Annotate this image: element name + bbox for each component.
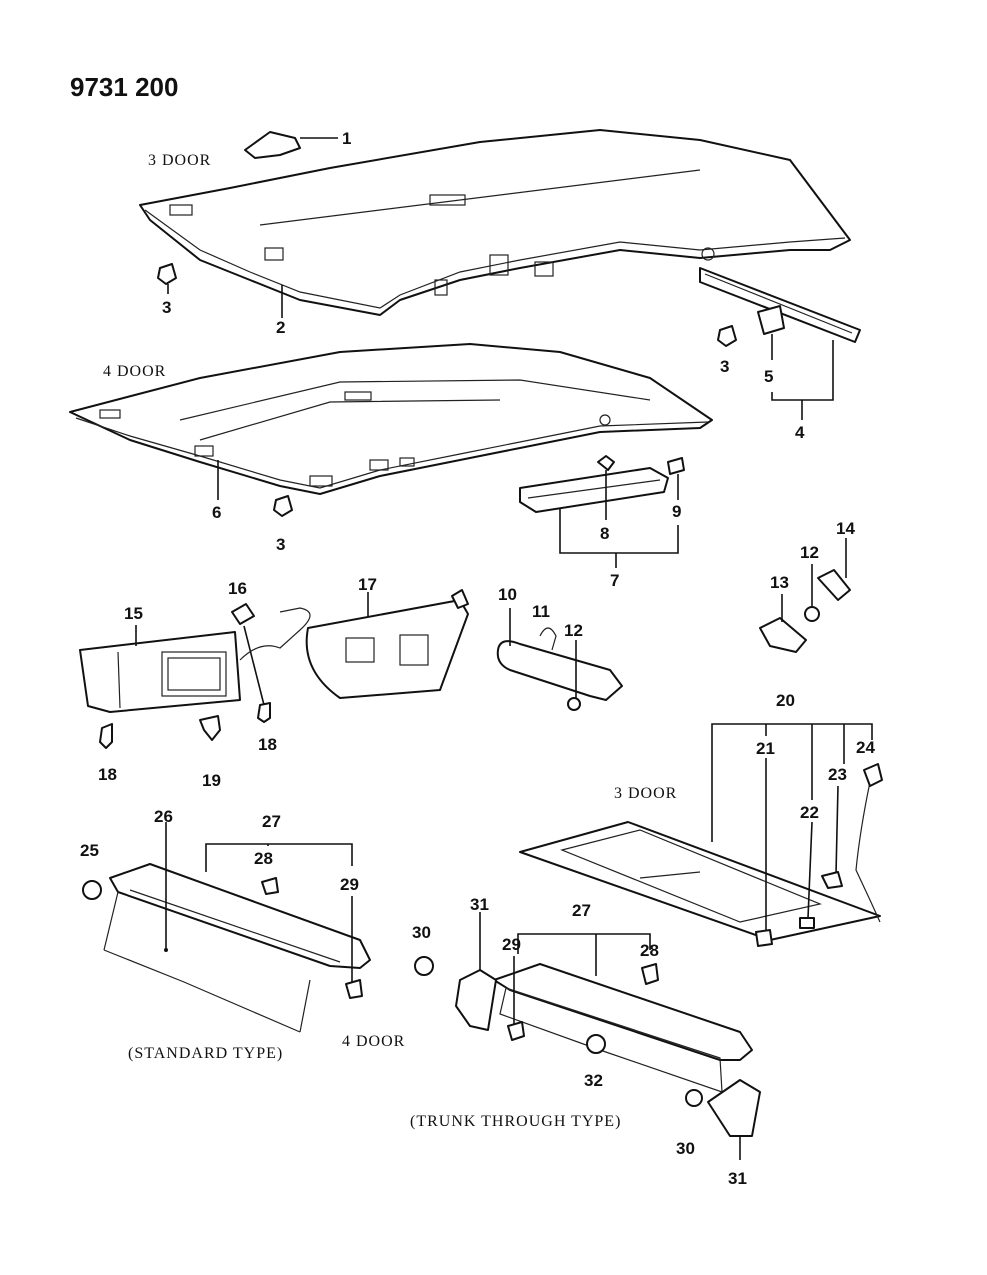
part-18-screw-left [99, 723, 113, 749]
callout-17: 17 [358, 575, 377, 594]
callout-30-b: 30 [676, 1139, 695, 1158]
caption-standard-type: (STANDARD TYPE) [128, 1045, 283, 1062]
callout-18-b: 18 [258, 735, 277, 754]
part-3-screw-lower [273, 495, 293, 517]
callout-7: 7 [610, 571, 619, 590]
callout-16: 16 [228, 579, 247, 598]
part-27-shelf-standard [103, 863, 371, 1033]
caption-headlining-4door: 4 DOOR [103, 363, 166, 380]
callout-24: 24 [856, 738, 875, 757]
part-16-clip [231, 603, 255, 625]
callout-18-a: 18 [98, 765, 117, 784]
caption-headlining-3door: 3 DOOR [148, 152, 211, 169]
part-3-screw [157, 263, 177, 294]
part-28-clip-b [641, 963, 659, 985]
callout-3-a: 3 [162, 298, 171, 317]
callout-10: 10 [498, 585, 517, 604]
callout-21: 21 [756, 739, 775, 758]
part-21-clip [755, 929, 773, 947]
callout-14: 14 [836, 519, 855, 538]
callout-20: 20 [776, 691, 795, 710]
part-13-cover [759, 617, 807, 653]
callout-29-b: 29 [502, 935, 521, 954]
part-4-rail [699, 267, 861, 343]
part-28-clip [261, 877, 279, 895]
callout-31-a: 31 [470, 895, 489, 914]
callout-3-b: 3 [720, 357, 729, 376]
part-32-grommet [586, 1034, 606, 1054]
callout-3-c: 3 [276, 535, 285, 554]
part-12-screw [567, 697, 581, 711]
part-29-clip-b [507, 1021, 525, 1041]
part-31-bracket-right [707, 1079, 761, 1137]
callout-12-a: 12 [564, 621, 583, 640]
part-26-point [164, 948, 168, 952]
rearview-mirror [239, 607, 311, 661]
callout-8: 8 [600, 524, 609, 543]
callout-28-a: 28 [254, 849, 273, 868]
callout-1: 1 [342, 129, 351, 148]
caption-shelf-4door: 4 DOOR [342, 1033, 405, 1050]
callout-13: 13 [770, 573, 789, 592]
part-3-screw-right [717, 325, 737, 347]
headlining-3door: 3 DOOR [139, 129, 851, 316]
part-25-grommet [82, 880, 102, 900]
callout-5: 5 [764, 367, 773, 386]
callout-25: 25 [80, 841, 99, 860]
part-14-clip [817, 569, 851, 601]
part-1-bracket [244, 131, 301, 159]
part-31-bracket-left [455, 969, 497, 1031]
part-18-screw [257, 702, 271, 723]
part-20-shelf [519, 821, 881, 941]
part-7-rail [519, 455, 685, 513]
callout-22: 22 [800, 803, 819, 822]
callout-23: 23 [828, 765, 847, 784]
callout-27-b: 27 [572, 901, 591, 920]
caption-shelf-3door: 3 DOOR [614, 785, 677, 802]
callout-11: 11 [532, 602, 550, 621]
diagram-number: 9731 200 [70, 72, 178, 102]
callout-2: 2 [276, 318, 285, 337]
part-23-hook [821, 871, 843, 889]
part-19-screw [199, 715, 221, 741]
part-15-sunvisor-left [79, 631, 241, 713]
caption-trunk-through-type: (TRUNK THROUGH TYPE) [410, 1113, 621, 1130]
callout-32: 32 [584, 1071, 603, 1090]
part-29-clip [345, 979, 363, 999]
callout-19: 19 [202, 771, 221, 790]
part-30-grommet-b [685, 1089, 703, 1107]
part-22-pad [799, 917, 815, 929]
callout-15: 15 [124, 604, 143, 623]
callout-27-a: 27 [262, 812, 281, 831]
callout-9: 9 [672, 502, 681, 521]
headlining-4door: 4 DOOR [69, 343, 713, 495]
part-17-sunvisor-right [305, 589, 469, 699]
part-27-shelf-trunk [493, 963, 753, 1093]
callout-4: 4 [795, 423, 805, 442]
callout-29-a: 29 [340, 875, 359, 894]
part-24-strap [855, 781, 881, 923]
part-5-clip [757, 305, 785, 335]
callout-30-a: 30 [412, 923, 431, 942]
callout-12-b: 12 [800, 543, 819, 562]
part-10-grip [496, 627, 623, 701]
callout-6: 6 [212, 503, 221, 522]
callout-31-b: 31 [728, 1169, 747, 1188]
callout-26: 26 [154, 807, 173, 826]
callout-28-b: 28 [640, 941, 659, 960]
part-30-grommet-a [414, 956, 434, 976]
part-12-screw-b [804, 606, 820, 622]
